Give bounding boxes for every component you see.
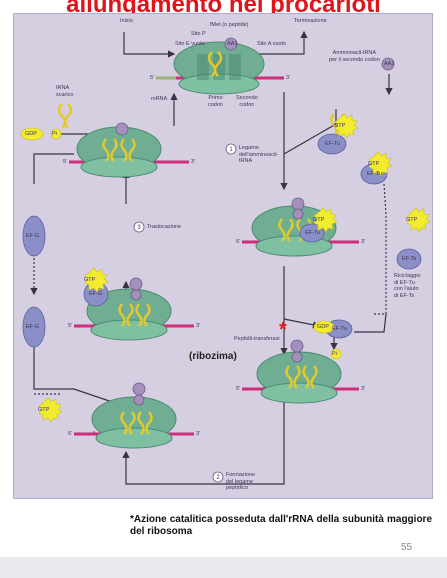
page-number: 55 — [401, 542, 413, 553]
ribosome-left-top — [76, 126, 162, 178]
label-gdp-1: GDP — [25, 131, 37, 137]
label-sito-a: Sito A vuoto — [257, 41, 287, 47]
label-riciclaggio: Riciclaggio di EF-Tu con l'aiuto di EF-T… — [394, 273, 421, 299]
label-pi-2: Pi — [332, 351, 337, 357]
bottom-bar — [0, 557, 447, 578]
label-step1: Legame dell'amminoacil- tRNA — [239, 145, 279, 164]
label-5prime-5: 5' — [236, 386, 241, 392]
ribosome-initial — [173, 41, 265, 95]
ribosome-left-middle — [86, 288, 172, 341]
label-gtp-5: GTP — [84, 277, 96, 283]
step-markers — [133, 143, 237, 483]
label-gtp-3: GTP — [313, 217, 325, 223]
label-gtp-1: GTP — [334, 123, 346, 129]
label-pi-1: Pi — [52, 131, 57, 137]
label-step2: Formazione del legame peptidico — [226, 472, 256, 491]
label-5prime-1: 5' — [150, 75, 155, 81]
label-3prime-1: 3' — [286, 75, 291, 81]
label-ef-g-1: EF-G — [26, 233, 40, 239]
label-ef-tu-2: EF-Tu — [367, 171, 383, 177]
amino-acid-circles — [115, 37, 395, 406]
step-3-number: 3 — [137, 225, 141, 231]
elongation-cycle-diagram: 1 3 2 — [20, 30, 431, 485]
label-primo-codon: Primo codon — [208, 95, 223, 108]
label-gtp-2: GTP — [368, 161, 380, 167]
label-ef-g-3: EF-G — [89, 291, 103, 297]
label-ef-tu-3: EF-Tu — [305, 230, 321, 236]
label-5prime-3: 5' — [236, 239, 241, 245]
label-ef-tu-4: EF-Tu — [332, 326, 348, 332]
slide-title: allungamento nei procarioti — [66, 0, 381, 18]
step-1-number: 1 — [229, 147, 233, 153]
label-terminazione: Terminazione — [294, 18, 327, 24]
label-amminoacil-trna: Amminoacil-tRNA per il secondo codon — [329, 50, 380, 63]
gtp-bursts — [20, 113, 431, 423]
label-fmet: fMet (o peptide) — [210, 22, 249, 28]
trna-molecules — [57, 51, 346, 435]
label-ef-tu-1: EF-Tu — [325, 141, 341, 147]
label-gdp-2: GDP — [317, 324, 329, 330]
step-2-number: 2 — [216, 475, 220, 481]
label-sito-e: Sito E vuoto — [175, 41, 205, 47]
label-3prime-2: 3' — [191, 159, 196, 165]
label-gtp-4: GTP — [406, 217, 418, 223]
label-mrna: mRNA — [151, 96, 168, 102]
label-3prime-3: 3' — [361, 239, 366, 245]
label-sito-p: Sito P — [191, 31, 206, 37]
label-ribozima: (ribozima) — [189, 351, 237, 362]
label-step3: Traslocazione — [147, 224, 182, 230]
footnote: *Azione catalitica posseduta dall'rRNA d… — [130, 514, 432, 537]
label-5prime-2: 5' — [63, 159, 68, 165]
label-3prime-4: 3' — [196, 323, 201, 329]
label-aa1-top: AA1 — [227, 41, 238, 47]
label-trna-scarico: tRNA scarico — [56, 85, 74, 98]
label-gtp-6: GTP — [38, 407, 50, 413]
label-secondo-codon: Secondo codon — [236, 95, 258, 108]
label-ef-ts: EF-Ts — [402, 256, 417, 262]
label-aa2-top: AA2 — [384, 61, 395, 67]
catalytic-star: * — [279, 319, 287, 341]
label-peptidil-transferasi: Peptidil-transferasi — [234, 336, 280, 342]
label-5prime-6: 5' — [68, 431, 73, 437]
label-3prime-6: 3' — [196, 431, 201, 437]
label-ef-g-2: EF-G — [26, 324, 40, 330]
label-inizio: Inizio — [120, 18, 133, 24]
diagram-panel: 1 3 2 Inizio Terminazione fMet (o peptid… — [13, 13, 433, 499]
label-3prime-5: 3' — [361, 386, 366, 392]
label-5prime-4: 5' — [68, 323, 73, 329]
